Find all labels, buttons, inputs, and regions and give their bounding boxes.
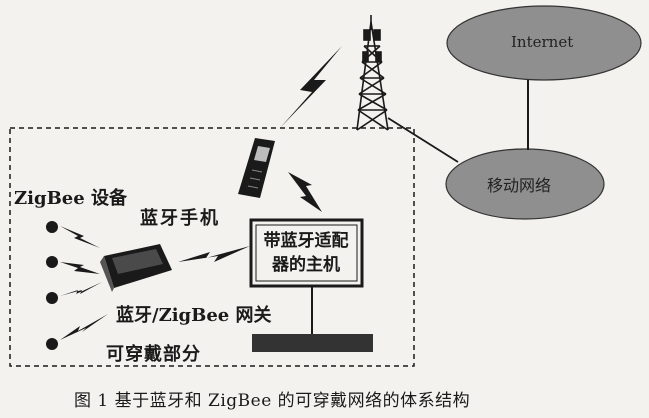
host-label-line2: 器的主机 bbox=[272, 255, 340, 275]
wireless-signal-icon bbox=[60, 262, 100, 274]
wearable-boundary bbox=[9, 127, 415, 367]
gateway-label: 蓝牙/ZigBee 网关 bbox=[116, 305, 272, 326]
wireless-signal-icon bbox=[178, 246, 250, 262]
zigbee-node bbox=[46, 256, 58, 268]
wireless-signal-icon bbox=[60, 226, 100, 248]
bluetooth-phone-label: 蓝牙手机 bbox=[140, 208, 220, 229]
internet-label: Internet bbox=[511, 33, 574, 51]
host-computer-icon bbox=[249, 218, 373, 352]
zigbee-device-label: ZigBee 设备 bbox=[14, 188, 127, 209]
mobile-phone-icon bbox=[238, 138, 275, 198]
zigbee-node bbox=[46, 221, 58, 233]
zigbee-node bbox=[46, 292, 58, 304]
internet-cloud bbox=[446, 5, 642, 81]
mobile-network-label: 移动网络 bbox=[487, 176, 552, 195]
gateway-device-icon bbox=[100, 244, 172, 292]
figure-caption: 图 1 基于蓝牙和 ZigBee 的可穿戴网络的体系结构 bbox=[74, 391, 471, 411]
mobile-network-cloud bbox=[445, 148, 605, 220]
host-label-line1: 带蓝牙适配 bbox=[263, 231, 349, 251]
wireless-signal-icon bbox=[288, 172, 322, 212]
tower-mobile-link bbox=[387, 117, 459, 163]
cell-tower-icon bbox=[356, 15, 389, 131]
wireless-signal-icon bbox=[60, 314, 108, 340]
zigbee-nodes bbox=[46, 221, 58, 350]
wireless-signal-icon bbox=[60, 282, 102, 296]
wireless-signal-icon bbox=[280, 46, 342, 128]
zigbee-node bbox=[46, 338, 58, 350]
wearable-part-label: 可穿戴部分 bbox=[106, 344, 201, 365]
